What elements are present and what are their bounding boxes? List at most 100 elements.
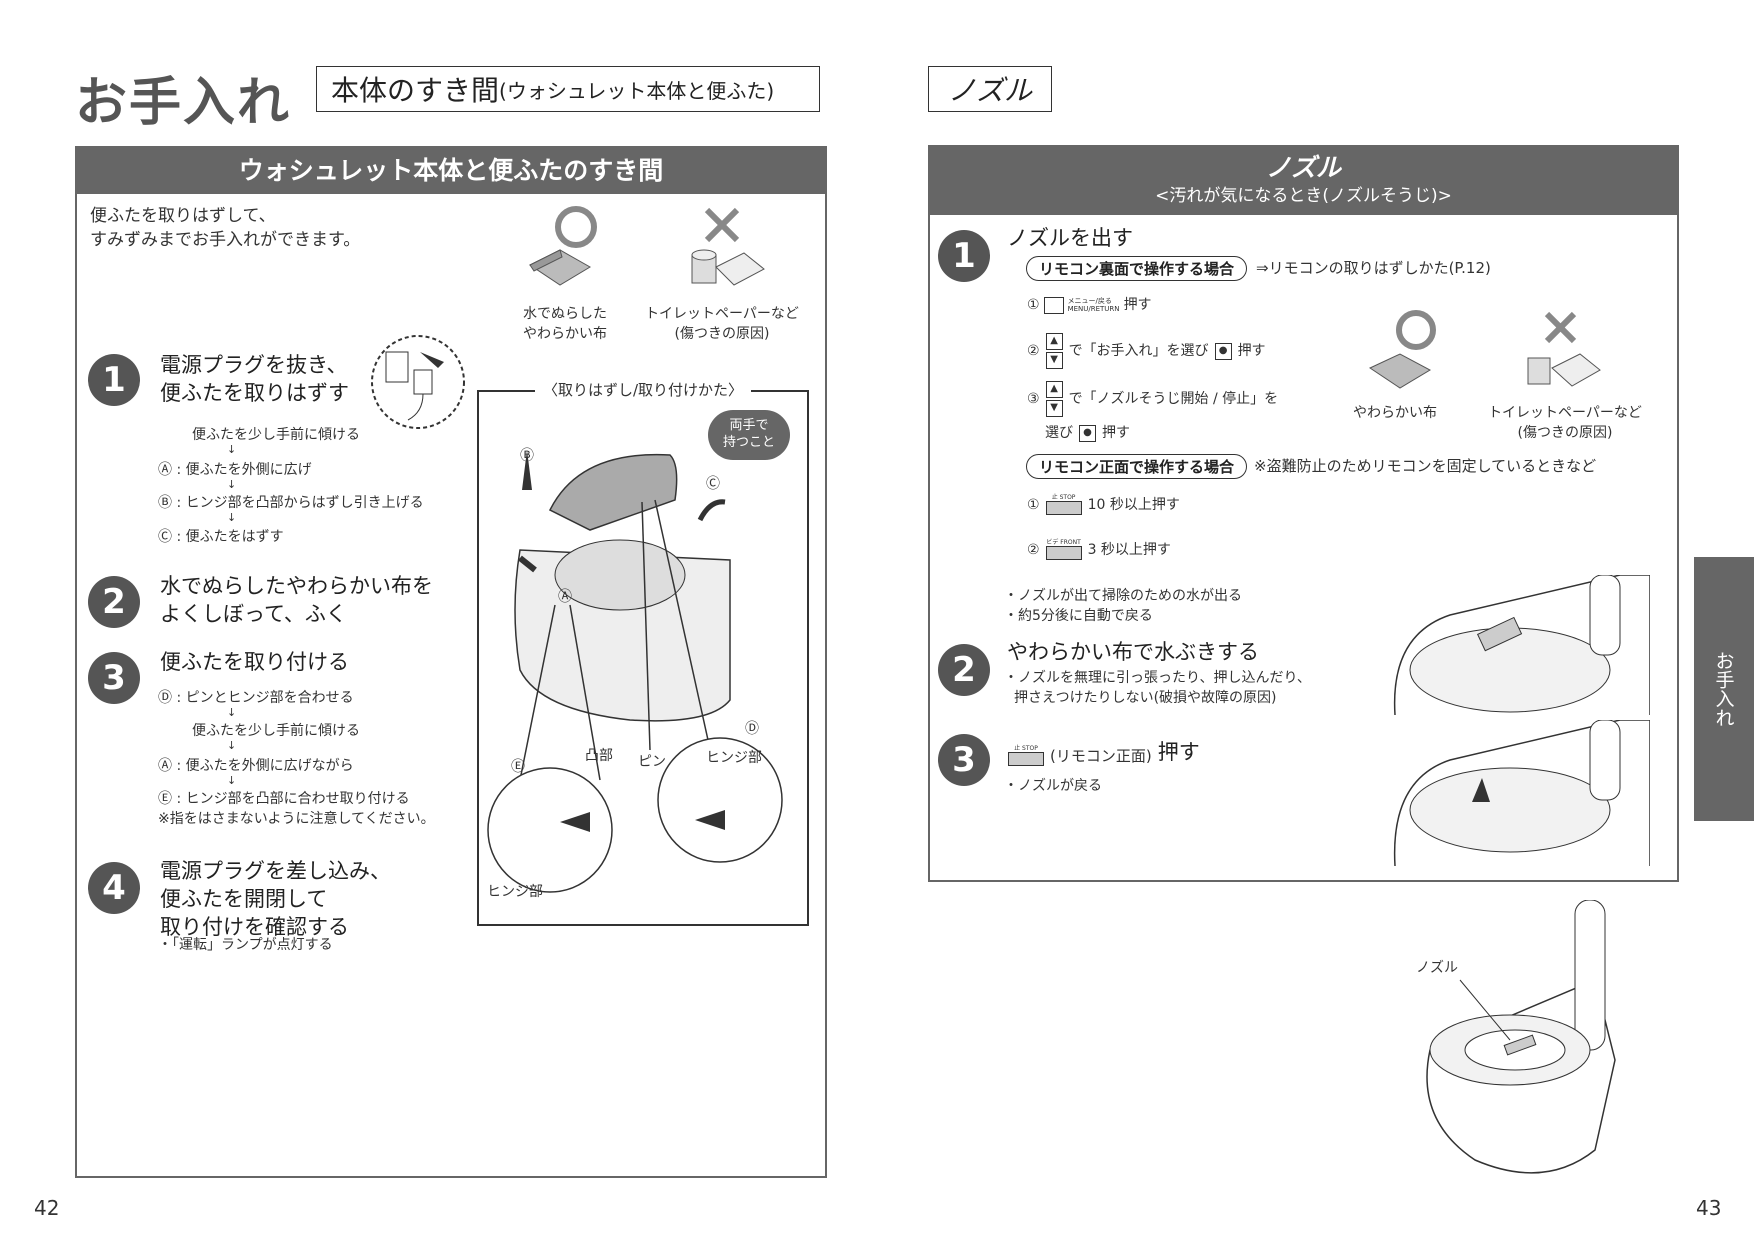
push-label: 押す	[1237, 343, 1266, 359]
label-c: Ⓒ	[706, 476, 720, 492]
back-item-2: ② ▲ ▼ で「お手入れ」を選び ● 押す	[1027, 333, 1266, 369]
menu-key-icon	[1043, 296, 1064, 314]
front-button-icon	[1045, 546, 1082, 560]
nozzle-in-illustration	[1393, 720, 1650, 866]
num-label: ②	[1027, 541, 1040, 558]
push-label: 押す	[1102, 425, 1130, 441]
front-ref: ※盗難防止のためリモコンを固定しているときなど	[1254, 457, 1597, 475]
step3-item: Ⓔ : ヒンジ部を凸部に合わせ取り付ける	[158, 791, 410, 807]
right-panel-subtitle: <汚れが気になるとき(ノズルそうじ)>	[1155, 186, 1452, 206]
right-heading: ノズル	[947, 74, 1032, 107]
note-line: 押さえつけたりしない(破損や故障の原因)	[1014, 690, 1277, 706]
r-step3-title: 押す	[1157, 740, 1200, 764]
page-title: お手入れ	[75, 73, 292, 133]
up-key-icon: ▲	[1045, 381, 1063, 398]
step-number: 3	[938, 734, 990, 786]
up-down-keys: ▲ ▼	[1045, 333, 1063, 369]
stop-key-label: 止 STOP	[1051, 494, 1076, 501]
step-number: 1	[88, 354, 140, 406]
num-label: ①	[1027, 297, 1040, 313]
front-item-2: ② ビデ FRONT 3 秒以上押す	[1027, 539, 1171, 560]
ng-label-line: (傷つきの原因)	[674, 326, 770, 342]
step-number: 2	[938, 644, 990, 696]
down-arrow-icon: ↓	[227, 443, 237, 456]
step-number: 1	[938, 230, 990, 282]
step1-item: 便ふたを少し手前に傾ける	[192, 427, 360, 443]
note-line: ・約5分後に自動で戻る	[1004, 608, 1153, 624]
step-title-line: 電源プラグを差し込み、	[160, 859, 391, 883]
step-title-line: 便ふたを取りはずす	[160, 381, 349, 405]
stop-button-icon	[1045, 501, 1082, 515]
step1-item: Ⓐ : 便ふたを外側に広げ	[158, 462, 312, 478]
section-subheading: (ウォシュレット本体と便ふた)	[499, 78, 775, 103]
step2-title: 水でぬらしたやわらかい布を よくしぼって、ふく	[160, 572, 433, 628]
menu-key-label: メニュー/戻る MENU/RETURN	[1067, 297, 1120, 313]
label-e: Ⓔ	[511, 759, 525, 775]
nozzle-label: ノズル	[1416, 960, 1458, 976]
r-ok-label: やわらかい布	[1353, 405, 1437, 421]
intro-text: 便ふたを取りはずして、 すみずみまでお手入れができます。	[90, 204, 360, 252]
ng-paper-icon	[691, 207, 765, 286]
r-step3-row: 止 STOP (リモコン正面) 押す	[1008, 738, 1200, 766]
front-operation-pill: リモコン正面で操作する場合	[1026, 454, 1248, 479]
label-totsu: 凸部	[585, 748, 613, 764]
two-hands-badge: 両手で 持つこと	[708, 410, 790, 460]
step-title-line: 取り付けを確認する	[160, 915, 349, 939]
step3-note: ※指をはさまないように注意してください。	[158, 811, 435, 827]
r-step2-title: やわらかい布で水ぶきする	[1007, 640, 1259, 664]
back-item-3b: 選び ● 押す	[1045, 423, 1130, 443]
step-title-line: よくしぼって、ふく	[160, 602, 347, 626]
back-operation-pill: リモコン裏面で操作する場合	[1026, 256, 1248, 281]
num-label: ②	[1027, 343, 1040, 359]
down-arrow-icon: ↓	[227, 478, 237, 491]
down-arrow-icon: ↓	[227, 739, 237, 752]
remote-front-label: (リモコン正面)	[1050, 747, 1152, 765]
left-panel: ウォシュレット本体と便ふたのすき間	[75, 146, 827, 1178]
stop-key: 止 STOP	[1045, 494, 1082, 515]
step1-item: Ⓑ : ヒンジ部を凸部からはずし引き上げる	[158, 495, 424, 511]
select-text: で「お手入れ」を選び	[1068, 343, 1209, 359]
up-down-keys: ▲ ▼	[1045, 381, 1063, 417]
chapter-side-tab: お手入れ	[1694, 557, 1754, 821]
left-panel-title: ウォシュレット本体と便ふたのすき間	[77, 148, 825, 194]
stop-button-icon	[1008, 752, 1044, 766]
label-hinge: ヒンジ部	[706, 750, 762, 766]
back-item-3: ③ ▲ ▼ で「ノズルそうじ開始 / 停止」を	[1027, 381, 1278, 417]
step3-item: 便ふたを少し手前に傾ける	[192, 723, 360, 739]
front-key-label: ビデ FRONT	[1046, 539, 1081, 546]
step4-title: 電源プラグを差し込み、 便ふたを開閉して 取り付けを確認する	[160, 857, 391, 941]
toilet-lid-illustration	[487, 450, 783, 893]
step3-title: 便ふたを取り付ける	[160, 650, 349, 674]
step-number: 2	[88, 576, 140, 628]
num-label: ③	[1027, 391, 1040, 407]
section-heading: 本体のすき間	[331, 74, 500, 107]
intro-line: 便ふたを取りはずして、	[90, 206, 276, 226]
ng-label: トイレットペーパーなど (傷つきの原因)	[637, 304, 807, 344]
select-label: 選び	[1045, 425, 1073, 441]
push-label: 押す	[1123, 297, 1152, 313]
page-number-left: 42	[34, 1196, 60, 1220]
nozzle-out-illustration	[1393, 575, 1650, 715]
step3-item: Ⓐ : 便ふたを外側に広げながら	[158, 758, 354, 774]
note-line: ・ノズルが出て掃除のための水が出る	[1004, 588, 1242, 604]
enter-key-icon: ●	[1214, 342, 1232, 360]
select-text: で「ノズルそうじ開始 / 停止」を	[1068, 391, 1279, 407]
ok-label-line: 水でぬらした	[523, 306, 607, 322]
ng-label-line: トイレットペーパーなど	[645, 306, 799, 322]
front-item-1: ① 止 STOP 10 秒以上押す	[1027, 494, 1180, 515]
nozzle-location-illustration	[1426, 900, 1616, 1174]
stop-key: 止 STOP	[1008, 745, 1044, 766]
label-pin: ピン	[638, 754, 666, 770]
label-hinge-2: ヒンジ部	[487, 884, 543, 900]
step-number: 4	[88, 862, 140, 914]
r-step1-notes: ・ノズルが出て掃除のための水が出る ・約5分後に自動で戻る	[1004, 586, 1242, 626]
back-item-1: ① メニュー/戻る MENU/RETURN 押す	[1027, 295, 1152, 315]
r-step2-notes: ・ノズルを無理に引っ張ったり、押し込んだり、 押さえつけたりしない(破損や故障の…	[1004, 668, 1311, 708]
badge-line: 持つこと	[722, 435, 775, 450]
right-panel-head: ノズル <汚れが気になるとき(ノズルそうじ)>	[930, 147, 1677, 215]
intro-line: すみずみまでお手入れができます。	[90, 230, 361, 250]
ng-label-line: トイレットペーパーなど	[1488, 405, 1642, 421]
hold-text: 10 秒以上押す	[1087, 496, 1180, 513]
down-arrow-icon: ↓	[227, 774, 237, 787]
step-number: 3	[88, 652, 140, 704]
